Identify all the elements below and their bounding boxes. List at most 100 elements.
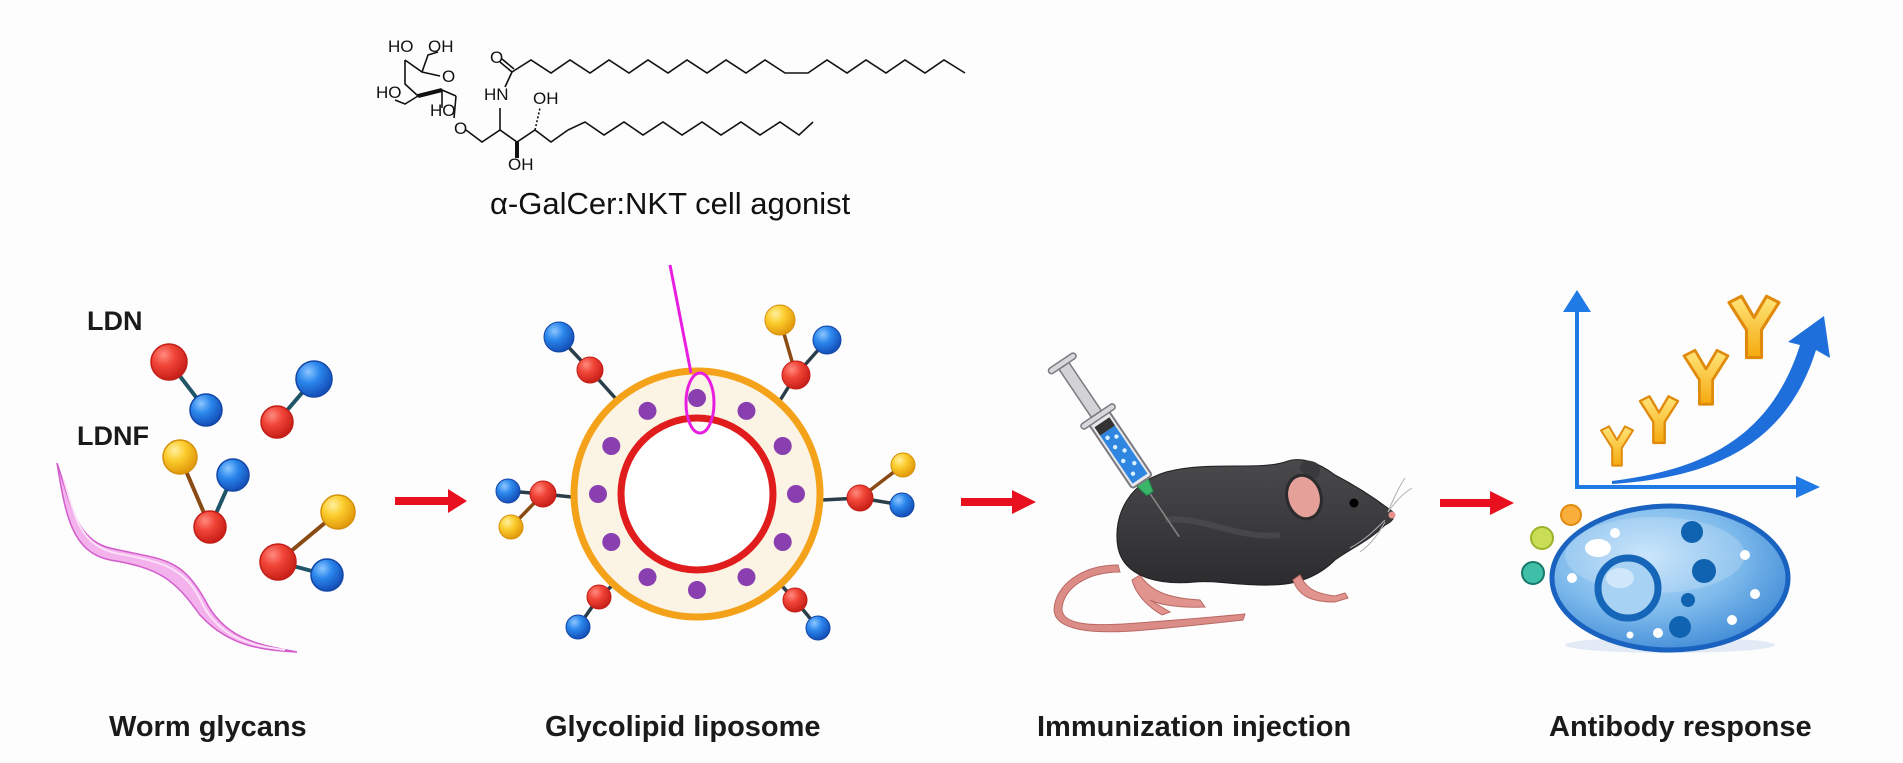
step-glycolipid-liposome: Glycolipid liposome	[495, 264, 916, 743]
glycan-red-sphere	[259, 543, 297, 581]
syringe-liquid	[1100, 425, 1148, 484]
ldn-label: LDN	[87, 306, 143, 336]
mouse-body-shading	[1164, 516, 1281, 539]
atom-ho-top: HO	[388, 37, 414, 56]
cytokine-green	[1530, 526, 1554, 550]
lipid-dot	[688, 581, 706, 599]
mouse-body	[1116, 459, 1395, 586]
glycan-yellow-sphere	[162, 439, 198, 475]
syringe-plunger-cap	[1047, 352, 1077, 375]
glycan-ldnf-2	[259, 494, 356, 592]
syringe-stopper	[1094, 417, 1116, 436]
lipid-dot	[602, 437, 621, 455]
glycan-ldn-2	[260, 360, 333, 439]
glycan-blue-sphere	[812, 325, 842, 355]
lipid-dot	[638, 401, 657, 420]
glycan-red-sphere	[586, 584, 612, 610]
lipid-dot	[638, 568, 657, 587]
glycan-yellow-sphere	[498, 514, 524, 540]
right-arrow-icon	[961, 490, 1036, 514]
syringe-icon	[1047, 352, 1180, 538]
lipid-dot	[602, 533, 621, 551]
mouse-hind-foot	[1131, 574, 1206, 616]
arrow-3	[1440, 491, 1514, 515]
compound-caption: α-GalCer:NKT cell agonist	[490, 186, 851, 221]
glycan-red-sphere	[150, 343, 188, 381]
glycan-red-sphere	[529, 480, 557, 508]
mouse-tail	[1053, 564, 1246, 633]
glycan-red-sphere	[576, 356, 604, 384]
glycan-red-sphere	[781, 360, 811, 390]
glycan-red-sphere	[193, 510, 227, 544]
graph-y-axis-arrowhead	[1563, 290, 1591, 312]
antibody-icon	[1599, 425, 1635, 467]
step-immunization-injection: Immunization injection	[1037, 352, 1413, 743]
mouse-nose	[1388, 511, 1396, 519]
right-arrow-icon	[1440, 491, 1514, 515]
nh-bond	[499, 71, 513, 130]
linker-bonds	[465, 129, 569, 143]
arrow-1	[395, 489, 467, 513]
atom-oh-bottom: OH	[508, 155, 534, 174]
nucleus-highlight	[1606, 568, 1634, 588]
atom-labels: HO OH O HO HO O O HN OH OH	[376, 37, 559, 174]
mouse-whiskers	[1349, 477, 1413, 553]
carbonyl	[499, 58, 515, 73]
lipid-dot	[737, 401, 756, 420]
glycan-blue-sphere	[295, 360, 333, 398]
syringe-plunger-rod	[1057, 361, 1103, 419]
lipid-dot	[773, 437, 792, 455]
glycan-yellow-sphere	[764, 304, 796, 336]
mouse-ear	[1285, 473, 1323, 521]
ring-bond-bold	[417, 88, 443, 98]
arrow-2	[961, 490, 1036, 514]
cytokine-teal	[1521, 561, 1545, 585]
highlight-ellipse	[684, 371, 716, 435]
antibody-icon	[1727, 294, 1781, 360]
acyl-chain	[511, 59, 966, 74]
worm-highlight	[63, 479, 286, 651]
atom-ho-left: HO	[376, 83, 402, 102]
glycan-blue-sphere	[805, 615, 831, 641]
liposome-glycan-spheres	[495, 304, 916, 641]
glycan-blue-sphere	[543, 321, 575, 353]
sphingoid-chain	[567, 121, 814, 137]
cell-granules	[1669, 521, 1716, 638]
glycan-blue-sphere	[216, 458, 250, 492]
atom-ring-o: O	[442, 67, 455, 86]
liposome-inner-membrane	[617, 414, 777, 574]
step-label-worm-glycans: Worm glycans	[109, 711, 307, 743]
lipid-dot	[773, 533, 792, 551]
highlight-pointer-line	[668, 264, 693, 374]
antibody-icons	[1599, 294, 1781, 467]
cell-nucleus	[1594, 554, 1662, 622]
cytokine-orange	[1560, 504, 1582, 526]
glycan-red-sphere	[260, 405, 294, 439]
lipid-dot	[787, 485, 805, 503]
glycan-yellow-sphere	[320, 494, 356, 530]
lipid-dot	[737, 568, 756, 587]
glycan-red-sphere	[846, 484, 874, 512]
atom-glycosidic-o: O	[454, 119, 467, 138]
lipid-dot	[589, 485, 607, 503]
step-worm-glycans: LDN LDNF Worm glycans	[56, 306, 356, 743]
cell-highlights	[1567, 528, 1760, 639]
step-label-antibody-response: Antibody response	[1549, 711, 1812, 743]
ldnf-label: LDNF	[77, 421, 149, 451]
atom-oh-chain: OH	[533, 89, 559, 108]
glycan-ldn-1	[150, 343, 223, 427]
atom-hn: HN	[484, 85, 509, 104]
trend-arrow	[1612, 316, 1830, 484]
ch2oh-bond	[421, 51, 439, 73]
glycan-ldnf-1	[162, 439, 250, 544]
oh-hash	[534, 107, 541, 131]
lipid-dots	[589, 389, 805, 599]
galcer-structure	[394, 51, 966, 158]
syringe-needle	[1149, 493, 1180, 538]
antibody-icon	[1682, 348, 1730, 406]
step-antibody-response: Antibody response	[1521, 290, 1830, 743]
glycan-red-sphere	[782, 587, 808, 613]
glycan-blue-sphere	[189, 393, 223, 427]
antibody-icon	[1638, 395, 1680, 445]
